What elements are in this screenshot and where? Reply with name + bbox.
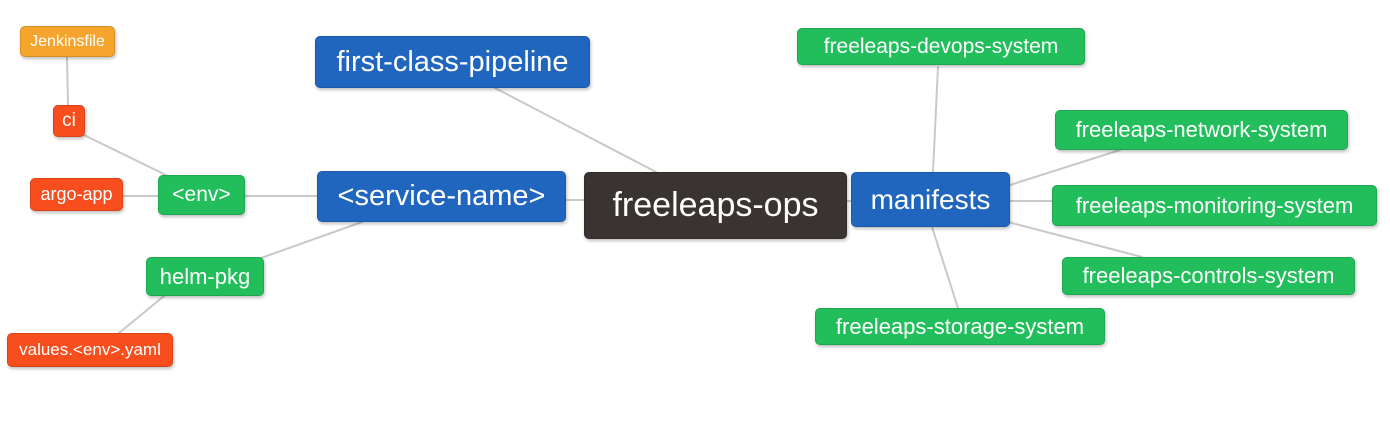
- node-label-freeleaps-ops: freeleaps-ops: [612, 186, 819, 224]
- node-freeleaps-network-system[interactable]: freeleaps-network-system: [1055, 110, 1348, 150]
- node-service-name[interactable]: <service-name>: [317, 171, 566, 222]
- connector-manifests--freeleaps-controls-system: [1007, 221, 1143, 258]
- node-argo-app[interactable]: argo-app: [30, 178, 123, 211]
- node-label-helm-pkg: helm-pkg: [159, 263, 251, 289]
- connector-ci--env: [83, 134, 171, 178]
- node-helm-pkg[interactable]: helm-pkg: [146, 257, 264, 296]
- node-values-env-yaml[interactable]: values.<env>.yaml: [7, 333, 173, 367]
- node-env[interactable]: <env>: [158, 175, 245, 215]
- node-label-env: <env>: [172, 183, 231, 206]
- node-freeleaps-devops-system[interactable]: freeleaps-devops-system: [797, 28, 1085, 65]
- node-label-jenkinsfile: Jenkinsfile: [30, 32, 105, 50]
- node-freeleaps-monitoring-system[interactable]: freeleaps-monitoring-system: [1052, 185, 1377, 226]
- node-label-freeleaps-monitoring-system: freeleaps-monitoring-system: [1075, 192, 1354, 218]
- node-label-values-env-yaml: values.<env>.yaml: [19, 340, 161, 359]
- node-jenkinsfile[interactable]: Jenkinsfile: [20, 26, 115, 57]
- node-ci[interactable]: ci: [53, 105, 85, 137]
- connector-manifests--freeleaps-devops-system: [932, 66, 939, 173]
- node-label-manifests: manifests: [870, 183, 991, 215]
- connector-jenkinsfile--ci: [66, 56, 69, 106]
- node-label-service-name: <service-name>: [337, 180, 546, 212]
- connector-helm-pkg--service-name: [260, 221, 363, 259]
- node-label-ci: ci: [62, 110, 76, 131]
- node-label-argo-app: argo-app: [40, 184, 113, 204]
- node-manifests[interactable]: manifests: [851, 172, 1010, 227]
- node-label-freeleaps-network-system: freeleaps-network-system: [1075, 117, 1328, 142]
- connector-first-class-pipeline--freeleaps-ops: [494, 87, 657, 173]
- node-freeleaps-controls-system[interactable]: freeleaps-controls-system: [1062, 257, 1355, 295]
- node-freeleaps-ops[interactable]: freeleaps-ops: [584, 172, 847, 239]
- node-label-freeleaps-storage-system: freeleaps-storage-system: [835, 313, 1085, 339]
- connector-manifests--freeleaps-storage-system: [931, 226, 959, 309]
- node-label-freeleaps-devops-system: freeleaps-devops-system: [823, 34, 1059, 58]
- node-freeleaps-storage-system[interactable]: freeleaps-storage-system: [815, 308, 1105, 345]
- node-first-class-pipeline[interactable]: first-class-pipeline: [315, 36, 590, 88]
- node-label-freeleaps-controls-system: freeleaps-controls-system: [1082, 263, 1335, 288]
- connector-values-env-yaml--helm-pkg: [118, 295, 165, 334]
- node-label-first-class-pipeline: first-class-pipeline: [336, 45, 569, 78]
- connector-manifests--freeleaps-network-system: [1009, 149, 1121, 186]
